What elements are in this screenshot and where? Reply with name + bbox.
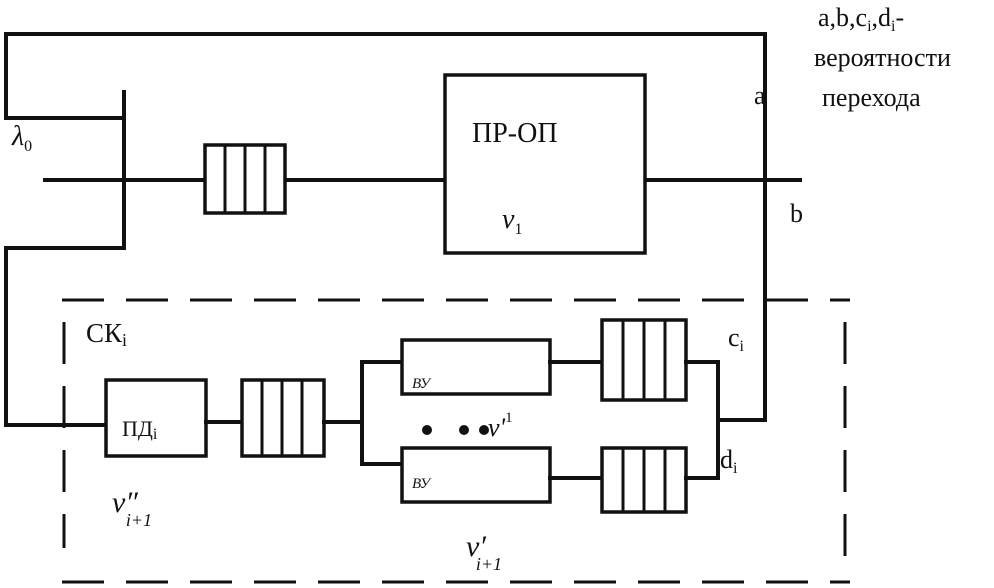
subsystem-queue <box>240 378 326 458</box>
nu-prime-1-label: v'1 <box>488 410 513 442</box>
output-queue-top <box>600 318 688 402</box>
label-di: di <box>720 445 738 477</box>
pr-op-label: ПР-ОП <box>472 118 558 149</box>
nu-prime-label: v′i+1 <box>466 530 502 574</box>
ellipsis-dot-2 <box>459 425 469 435</box>
vu-top-label: ВУ <box>412 376 432 392</box>
label-b: b <box>790 199 803 228</box>
return-line <box>4 246 126 427</box>
output-queue-bottom <box>600 446 688 514</box>
ellipsis-dot-3 <box>479 425 489 435</box>
label-a: a <box>754 81 766 110</box>
legend-line1: a,b,ci,di- <box>818 3 904 35</box>
ellipsis-dot-1 <box>422 425 432 435</box>
vu-top-box <box>400 338 552 396</box>
pd-box <box>104 378 208 458</box>
nu-double-prime-label: v″i+1 <box>112 486 152 530</box>
vu-bottom-box <box>400 446 552 504</box>
pd-label: ПДi <box>122 416 158 443</box>
legend-line2: вероятности <box>814 43 951 72</box>
sk-label: СКi <box>86 318 127 350</box>
pr-op-box <box>443 73 647 255</box>
label-ci: ci <box>728 323 745 355</box>
top-feedback-line <box>4 32 767 422</box>
nu1-label: v1 <box>502 204 522 238</box>
legend-line3: перехода <box>822 83 921 112</box>
lambda0-label: λ0 <box>11 121 32 155</box>
vu-bottom-label: ВУ <box>412 476 432 492</box>
input-queue <box>203 143 287 215</box>
